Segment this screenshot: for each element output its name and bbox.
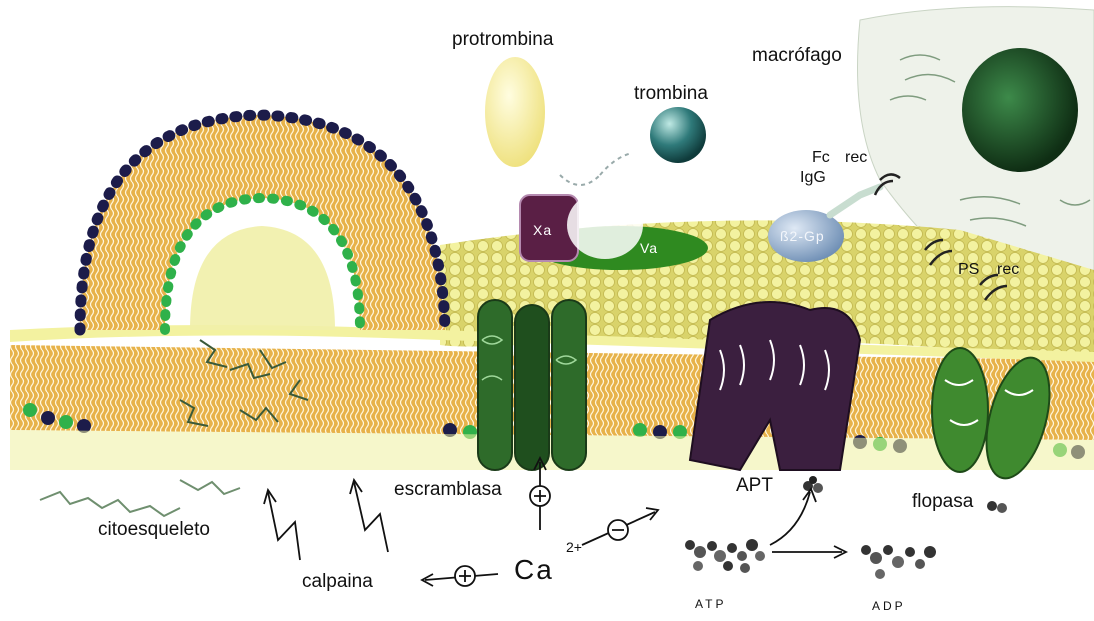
- macrophage-nucleus: [962, 48, 1078, 172]
- label-flopasa: flopasa: [912, 492, 973, 511]
- scramblase-shape: [478, 300, 586, 470]
- label-fc: Fc: [812, 150, 830, 166]
- membrane-vesicle: [80, 115, 445, 330]
- label-macrofago: macrófago: [752, 46, 842, 65]
- label-apt: APT: [736, 476, 773, 495]
- prothrombin-shape: [485, 57, 545, 167]
- label-adp: ADP: [872, 600, 906, 612]
- lightning-left: [268, 492, 300, 560]
- label-igg: IgG: [800, 170, 826, 186]
- label-b2gp: ß2-Gp: [780, 228, 825, 244]
- label-xa: Xa: [533, 222, 552, 238]
- label-rec-ps: rec: [997, 262, 1019, 278]
- label-ca-charge: 2+: [566, 540, 582, 554]
- label-protrombina: protrombina: [452, 30, 553, 49]
- adp-molecule: [861, 545, 936, 579]
- thrombin-shape: [650, 107, 706, 163]
- label-trombina: trombina: [634, 84, 708, 103]
- label-escramblasa: escramblasa: [394, 480, 502, 499]
- label-rec-fc: rec: [845, 150, 867, 166]
- label-ps: PS: [958, 262, 979, 278]
- label-ca: Ca: [514, 556, 554, 584]
- lightning-right: [354, 482, 388, 552]
- atp-molecule: [685, 539, 765, 573]
- label-atp: ATP: [695, 598, 726, 610]
- label-calpaina: calpaina: [302, 572, 373, 591]
- label-citoesqueleto: citoesqueleto: [98, 520, 210, 539]
- label-va: Va: [640, 240, 658, 256]
